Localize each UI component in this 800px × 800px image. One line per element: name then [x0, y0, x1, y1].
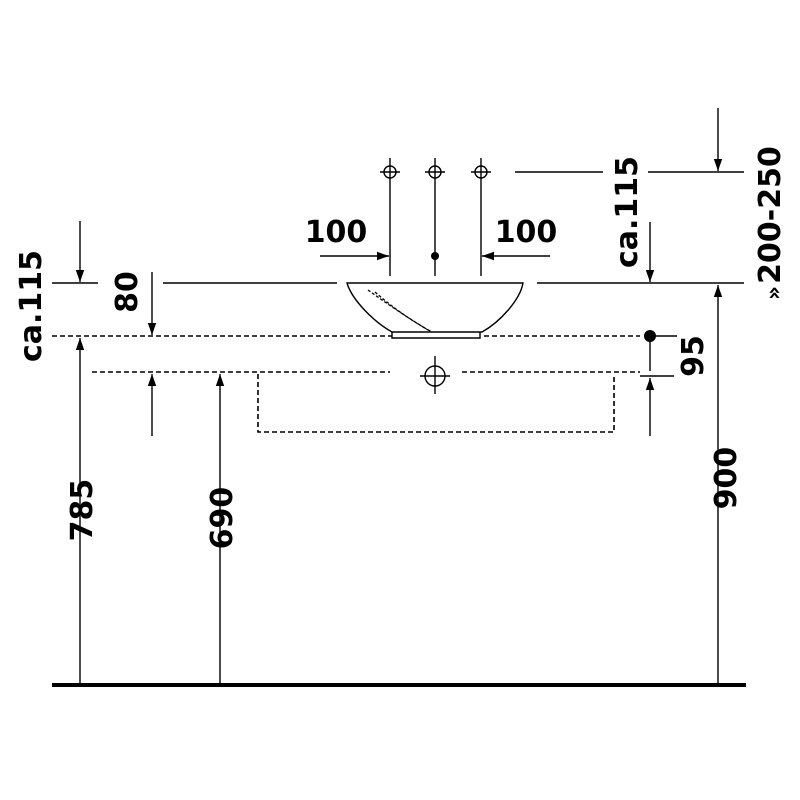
counter-height-label: 785: [65, 479, 100, 542]
counter-reference-dot: [644, 330, 656, 342]
drain-symbol: [420, 356, 450, 394]
tap-symbol-left: [380, 158, 400, 276]
tap-height-left-label: ca.115: [14, 250, 49, 362]
tap-spacing-right-label: 100: [495, 215, 558, 250]
rim-height-label: 900: [709, 447, 744, 510]
tap-range-label: 200-250: [753, 146, 788, 284]
cabinet-outline: [257, 374, 615, 433]
tap-range-prefix: »: [762, 286, 787, 300]
tap-spacing-left-label: 100: [305, 215, 368, 250]
tap-height-right-label: ca.115: [610, 156, 645, 268]
tap-symbol-center: [425, 158, 445, 276]
vessel-basin: [346, 282, 524, 339]
tap-symbol-right: [471, 158, 491, 276]
siphon-height-label: 690: [205, 487, 240, 550]
basin-height-label: 80: [110, 271, 145, 313]
overflow-drop-label: 95: [676, 335, 711, 377]
